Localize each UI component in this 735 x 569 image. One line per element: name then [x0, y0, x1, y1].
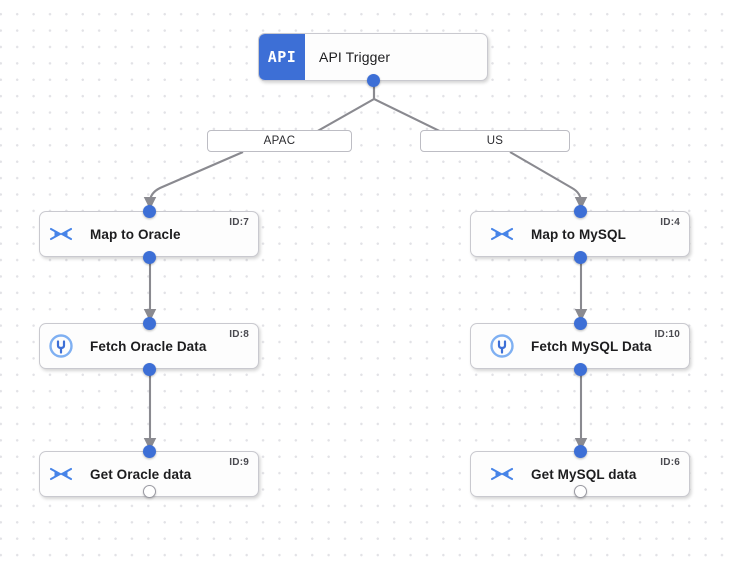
port-get-mysql-output[interactable]	[574, 485, 587, 498]
branch-label-us[interactable]: US	[420, 130, 570, 152]
port-map-to-oracle-output[interactable]	[143, 251, 156, 264]
node-fetch-mysql-data[interactable]: Fetch MySQL Data ID:10	[470, 323, 690, 369]
node-title: Fetch Oracle Data	[90, 338, 207, 354]
node-id-badge: ID:8	[229, 329, 249, 340]
node-api-trigger[interactable]: API API Trigger	[258, 33, 488, 81]
port-get-oracle-output[interactable]	[143, 485, 156, 498]
edge-us-to-map-mysql	[509, 151, 588, 210]
node-fetch-oracle-data[interactable]: Fetch Oracle Data ID:8	[39, 323, 259, 369]
branch-label-text: US	[486, 135, 504, 147]
node-id-badge: ID:6	[660, 457, 680, 468]
edge-apac-to-map-oracle	[143, 151, 244, 210]
node-title: Get MySQL data	[531, 466, 637, 482]
port-fetch-mysql-input[interactable]	[574, 317, 587, 330]
node-title: Map to MySQL	[531, 226, 626, 242]
database-plug-icon	[40, 333, 82, 359]
branch-label-text: APAC	[263, 135, 296, 147]
node-id-badge: ID:4	[660, 217, 680, 228]
api-badge-icon: API	[259, 34, 305, 80]
node-title: Get Oracle data	[90, 466, 192, 482]
arrows-merge-icon	[40, 465, 82, 483]
port-map-to-oracle-input[interactable]	[143, 205, 156, 218]
port-fetch-oracle-output[interactable]	[143, 363, 156, 376]
port-fetch-mysql-output[interactable]	[574, 363, 587, 376]
arrows-merge-icon	[481, 225, 523, 243]
port-fetch-oracle-input[interactable]	[143, 317, 156, 330]
port-get-oracle-input[interactable]	[143, 445, 156, 458]
node-title: Map to Oracle	[90, 226, 181, 242]
branch-label-apac[interactable]: APAC	[207, 130, 352, 152]
database-plug-icon	[481, 333, 523, 359]
port-get-mysql-input[interactable]	[574, 445, 587, 458]
api-badge-label: API	[267, 48, 297, 66]
node-title: API Trigger	[319, 49, 391, 65]
arrows-merge-icon	[40, 225, 82, 243]
node-id-badge: ID:10	[654, 329, 680, 340]
node-id-badge: ID:7	[229, 217, 249, 228]
node-get-oracle-data[interactable]: Get Oracle data ID:9	[39, 451, 259, 497]
arrows-merge-icon	[481, 465, 523, 483]
port-map-to-mysql-output[interactable]	[574, 251, 587, 264]
port-map-to-mysql-input[interactable]	[574, 205, 587, 218]
node-id-badge: ID:9	[229, 457, 249, 468]
node-title: Fetch MySQL Data	[531, 338, 652, 354]
port-trigger-output[interactable]	[367, 74, 380, 87]
